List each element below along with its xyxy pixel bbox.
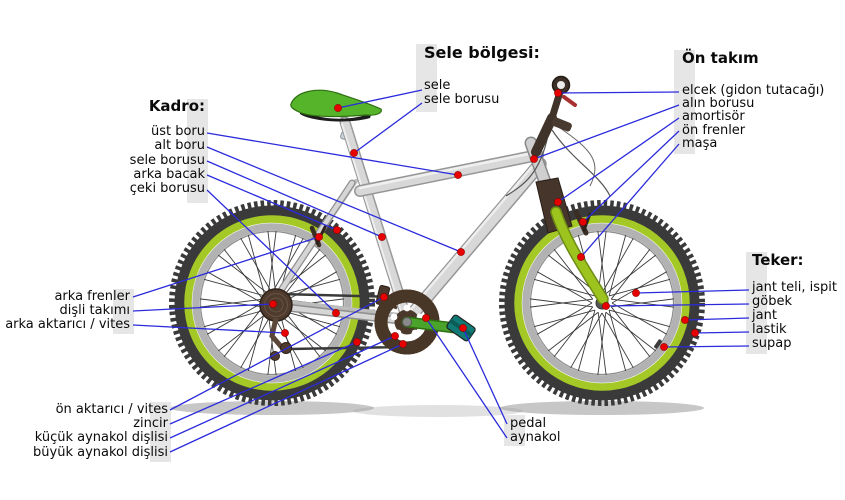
group-teker-header: Teker: [752, 251, 804, 269]
label-zincir: zincir [133, 416, 168, 432]
group-aynakol: ön aktarıcı / vites zincir küçük aynakol… [33, 403, 168, 460]
chain-bottom [288, 345, 405, 351]
ground-shadows [170, 401, 704, 417]
saddle [290, 89, 382, 122]
group-sele-bolgesi: Sele bölgesi: sele sele borusu [424, 44, 540, 106]
group-kadro-header: Kadro: [148, 97, 205, 115]
label-alin-borusu: alın borusu [682, 96, 755, 112]
valve-stem [654, 339, 662, 349]
label-jant-teli: jant teli, ispit [752, 280, 837, 295]
label-sele: sele [424, 78, 451, 93]
group-sele-header: Sele bölgesi: [424, 43, 540, 62]
label-amortisor: amortisör [682, 109, 745, 125]
group-arka: arka frenler dişli takımı arka aktarıcı … [5, 290, 130, 333]
label-alt-boru: alt boru [154, 138, 205, 154]
label-elcek: elcek (gidon tutacağı) [682, 83, 825, 98]
label-on-frenler: ön frenler [682, 122, 746, 138]
rear-wheel [169, 200, 375, 406]
label-arka-frenler: arka frenler [54, 289, 130, 304]
label-kucuk-aynakol: küçük aynakol dişlisi [34, 430, 168, 446]
label-ust-boru: üst boru [150, 124, 205, 139]
label-supap: supap [752, 336, 792, 351]
marker-dots [269, 89, 699, 351]
group-on-takim-header: Ön takım [682, 49, 759, 67]
label-gobek: göbek [752, 294, 792, 309]
label-disli-takimi: dişli takımı [59, 303, 130, 319]
label-masa: maşa [682, 135, 718, 151]
label-lastik: lastik [752, 322, 787, 337]
handlebar-stem [505, 75, 611, 197]
group-kadro: Kadro: üst boru alt boru sele borusu ark… [130, 98, 205, 196]
leader-lines [132, 89, 750, 453]
label-on-aktarici: ön aktarıcı / vites [55, 402, 168, 417]
label-strips [113, 44, 767, 462]
group-pedal: pedal aynakol [510, 417, 561, 445]
label-pedal: pedal [510, 416, 547, 431]
label-ceki-borusu: çeki borusu [129, 181, 205, 197]
group-teker: Teker: jant teli, ispit göbek jant lasti… [752, 252, 837, 351]
label-sele-borusu: sele borusu [424, 91, 500, 107]
label-sele-borusu-kadro: sele borusu [129, 152, 205, 168]
label-buyuk-aynakol: büyük aynakol dişlisi [33, 444, 168, 460]
label-arka-bacak: arka bacak [133, 166, 205, 182]
brake-lever [562, 95, 577, 107]
label-jant: jant [752, 308, 777, 323]
group-on-takim: Ön takım elcek (gidon tutacağı) alın bor… [682, 49, 825, 151]
label-aynakol: aynakol [510, 430, 561, 445]
label-arka-aktarici: arka aktarıcı / vites [5, 317, 130, 333]
front-fork [535, 177, 609, 305]
